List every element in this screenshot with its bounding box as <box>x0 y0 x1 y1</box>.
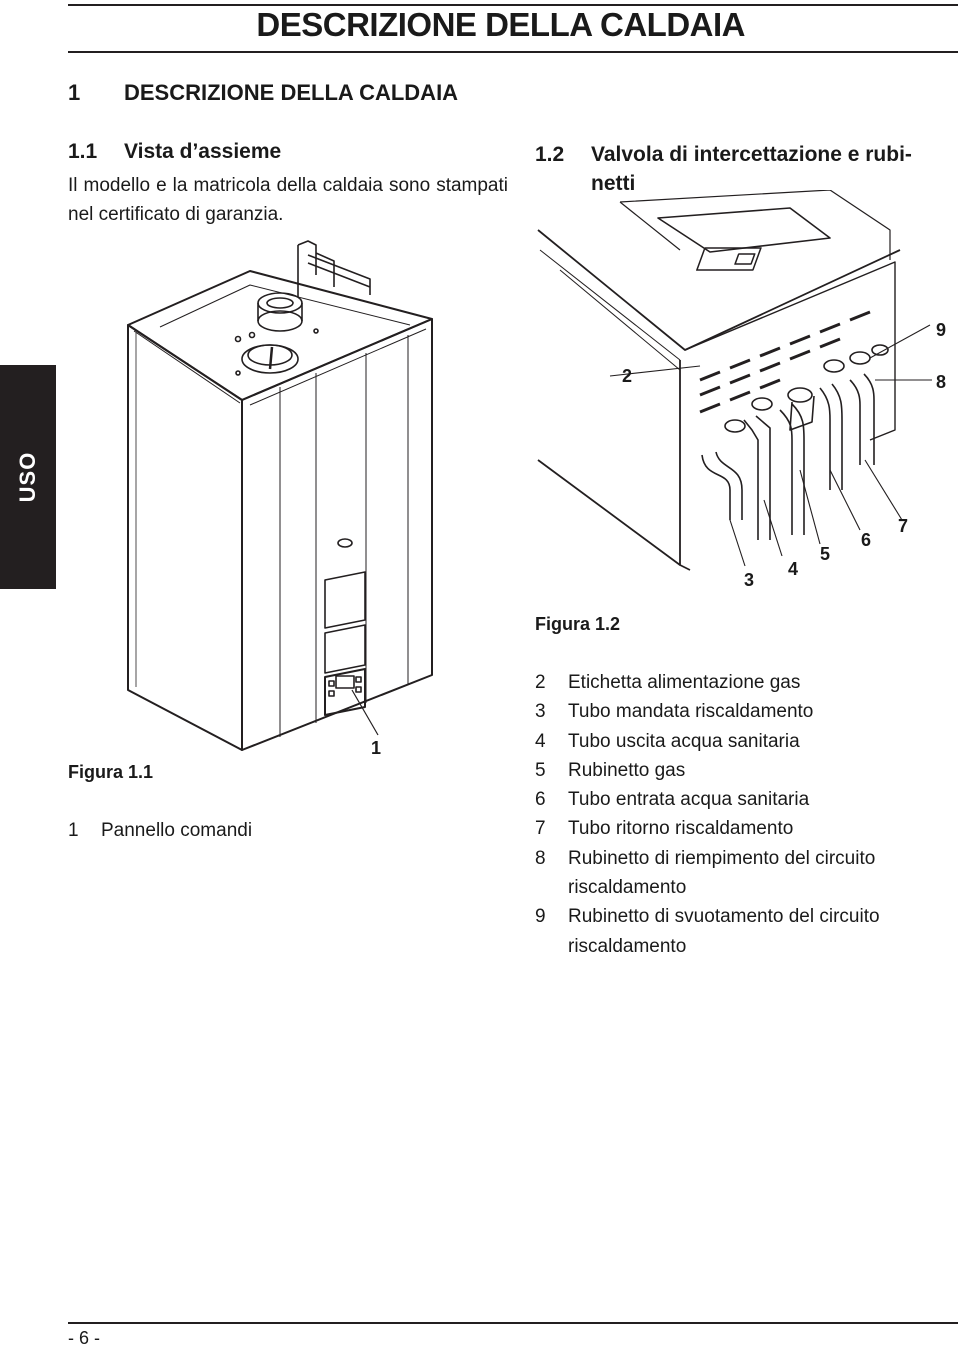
footer-rule <box>68 1322 958 1324</box>
subsection-number: 1.1 <box>68 140 98 163</box>
legend-item-continuation: riscaldamento <box>535 873 945 902</box>
legend-text: Tubo uscita acqua sanitaria <box>568 730 800 752</box>
callout-7: 7 <box>898 516 909 536</box>
legend-text: Etichetta alimentazione gas <box>568 672 801 693</box>
header-bottom-rule <box>68 35 958 53</box>
subsection-heading-1-2: 1.2 Valvola di intercettazione e rubi- ne… <box>535 140 912 198</box>
legend-item: 1 Pannello comandi <box>68 816 368 845</box>
legend-text: Tubo entrata acqua sanitaria <box>568 789 810 811</box>
legend-text: Rubinetto di svuotamento del circuito <box>568 906 880 928</box>
legend-number: 4 <box>535 730 546 752</box>
legend-number: 7 <box>535 818 546 840</box>
legend-text: Rubinetto gas <box>568 759 686 781</box>
callout-4: 4 <box>788 559 799 579</box>
header-top-rule <box>68 4 958 6</box>
figure-1-2-legend: 2 Etichetta alimentazione gas 3 Tubo manda… <box>535 668 945 961</box>
subsection-title-line2: netti <box>591 172 636 195</box>
side-tab-label: USO <box>15 451 40 503</box>
subsection-title-line1: Valvola di intercettazione e rubi- <box>591 143 912 166</box>
callout-5: 5 <box>820 544 831 564</box>
legend-item: 4 Tubo uscita acqua sanitaria <box>535 727 945 756</box>
boiler-illustration <box>127 240 433 751</box>
subsection-title: Vista d’assieme <box>124 140 282 163</box>
legend-number: 1 <box>68 820 79 841</box>
legend-number: 8 <box>535 847 546 869</box>
legend-text: Tubo ritorno riscaldamento <box>568 818 794 840</box>
section-number: 1 <box>68 80 81 105</box>
page-number: - 6 - <box>68 1328 101 1348</box>
legend-text: riscaldamento <box>568 935 687 957</box>
callout-8: 8 <box>936 372 947 392</box>
legend-number: 6 <box>535 789 546 811</box>
subsection-number: 1.2 <box>535 143 565 166</box>
subsection-body-text: Il modello e la matricola della caldaia … <box>68 175 508 225</box>
legend-item: 9 Rubinetto di svuotamento del circuito <box>535 902 945 931</box>
callout-1: 1 <box>371 738 382 758</box>
legend-item: 2 Etichetta alimentazione gas <box>535 668 945 697</box>
page-header-title: DESCRIZIONE DELLA CALDAIA <box>256 6 745 43</box>
section-title: DESCRIZIONE DELLA CALDAIA <box>124 80 459 105</box>
callout-9: 9 <box>936 320 947 340</box>
legend-item: 6 Tubo entrata acqua sanitaria <box>535 785 945 814</box>
legend-number: 9 <box>535 906 546 928</box>
legend-number: 3 <box>535 701 546 723</box>
legend-item-continuation: riscaldamento <box>535 932 945 961</box>
legend-number: 5 <box>535 759 546 781</box>
subsection-heading-1-1: 1.1 Vista d’assieme <box>68 140 281 164</box>
legend-item: 8 Rubinetto di riempimento del circuito <box>535 844 945 873</box>
legend-item: 3 Tubo mandata riscaldamento <box>535 697 945 726</box>
legend-text: riscaldamento <box>568 877 687 899</box>
legend-text: Tubo mandata riscaldamento <box>568 701 814 723</box>
callout-2: 2 <box>622 366 633 386</box>
legend-item: 5 Rubinetto gas <box>535 756 945 785</box>
legend-item: 7 Tubo ritorno riscaldamento <box>535 814 945 843</box>
legend-number: 2 <box>535 672 546 693</box>
figure-1-1-caption: Figura 1.1 <box>68 762 154 782</box>
legend-text: Rubinetto di riempimento del circuito <box>568 847 876 869</box>
side-tab: USO <box>0 365 56 589</box>
callout-6: 6 <box>861 530 872 550</box>
section-heading: 1 DESCRIZIONE DELLA CALDAIA <box>68 80 458 106</box>
valve-detail-illustration <box>537 190 932 571</box>
figure-1-2-caption: Figura 1.2 <box>535 614 621 634</box>
legend-text: Pannello comandi <box>101 820 253 841</box>
figure-1-1-legend: 1 Pannello comandi <box>68 816 368 845</box>
callout-3: 3 <box>744 570 755 590</box>
